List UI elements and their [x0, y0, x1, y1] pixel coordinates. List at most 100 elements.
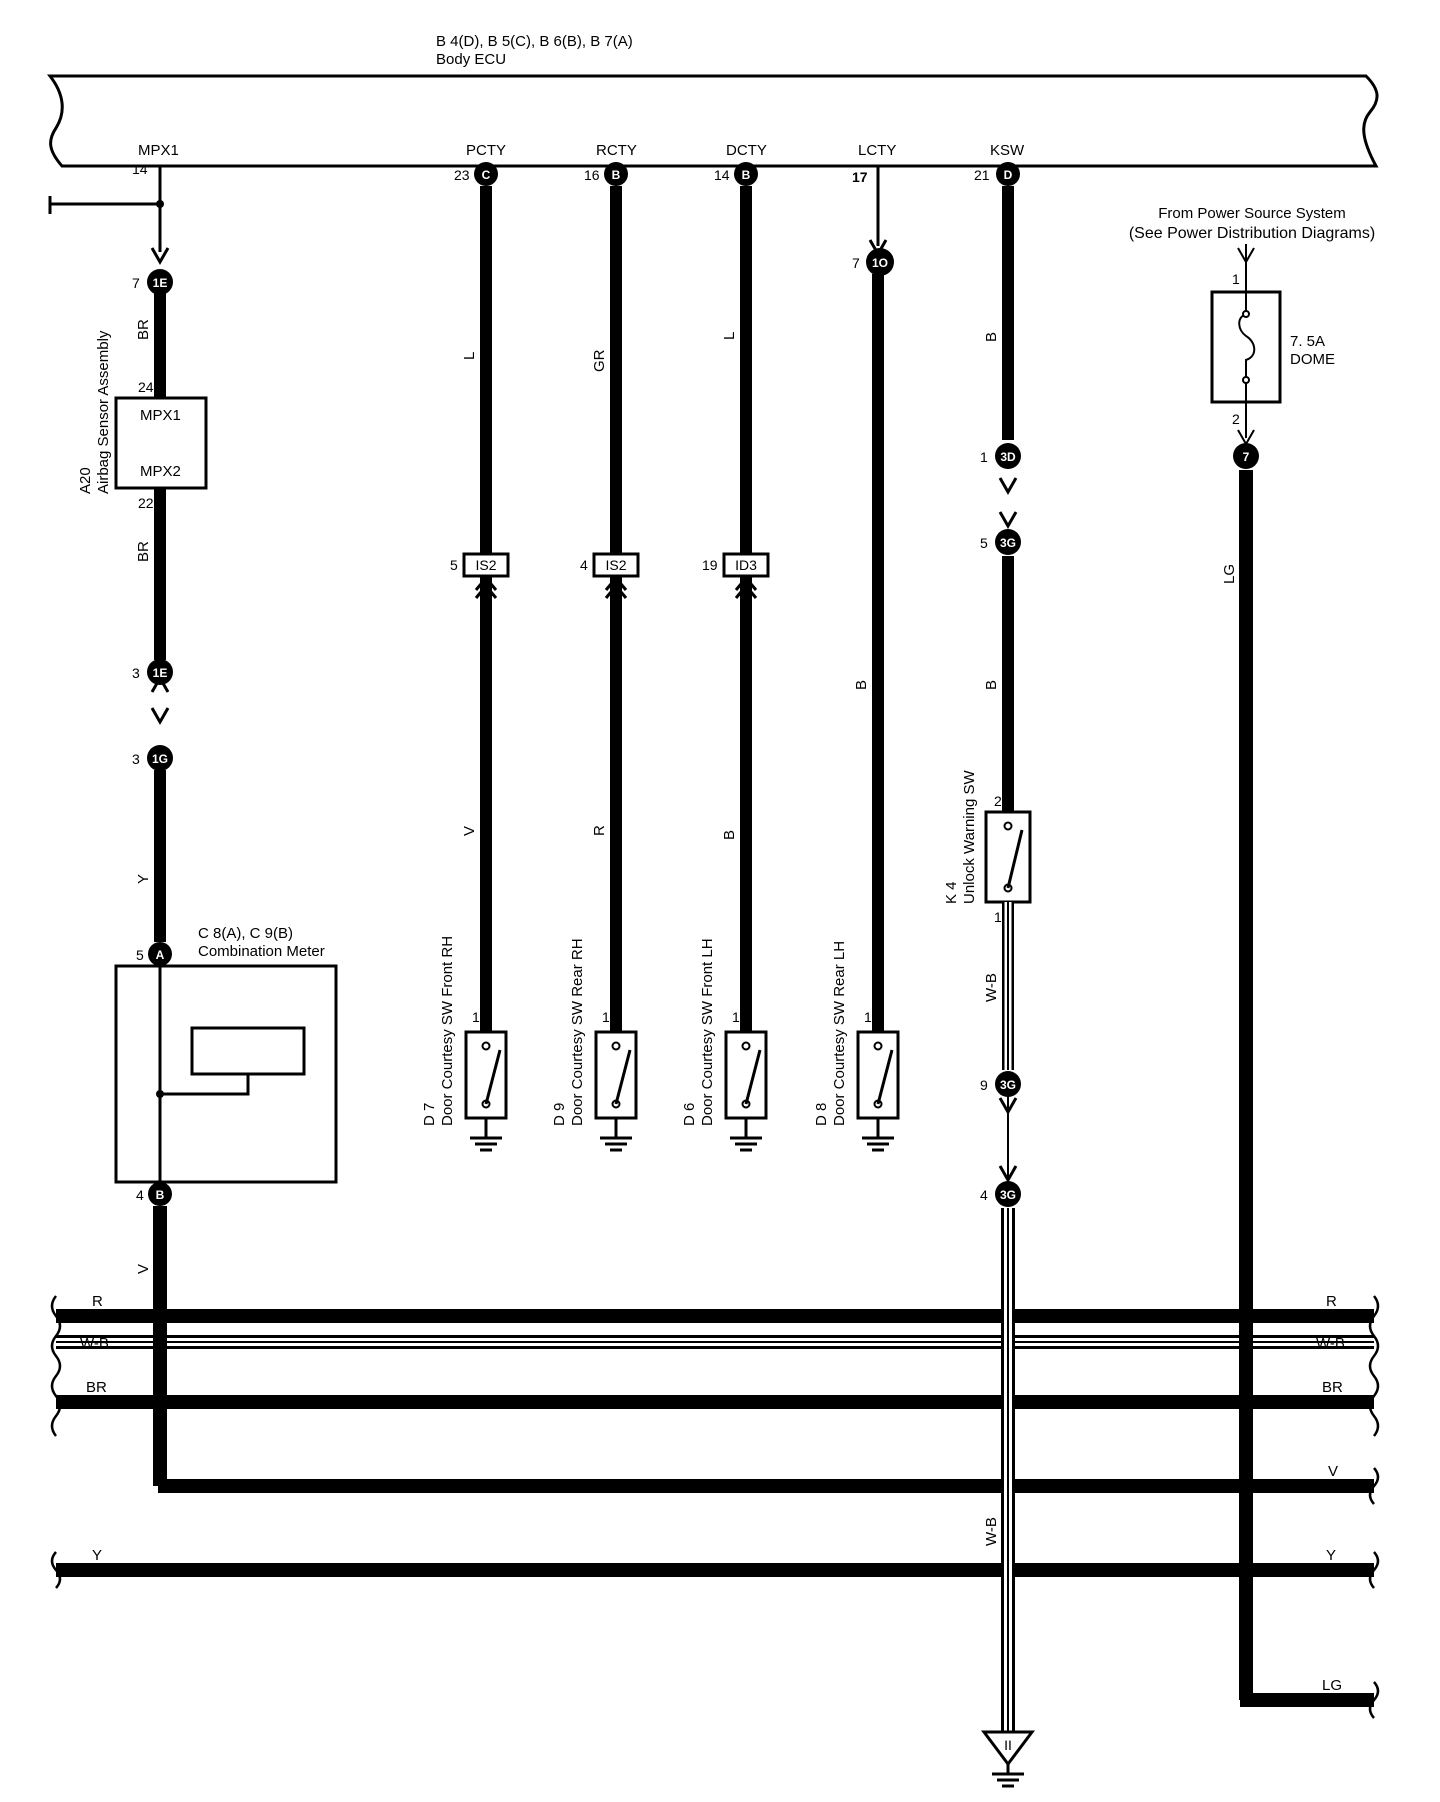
terminal-lcty: LCTY — [858, 142, 896, 159]
door-switch-front-rh: 1 D 7 Door Courtesy SW Front RH — [421, 936, 508, 1152]
pin-1e-top: 7 — [132, 275, 140, 291]
meter-name: Combination Meter — [198, 943, 325, 960]
terminal-dcty: DCTY — [726, 142, 767, 159]
wire-pcty-upper: L — [461, 352, 478, 360]
ecu-connectors: B 4(D), B 5(C), B 6(B), B 7(A) — [436, 33, 633, 50]
wire-ksw-upper: B — [983, 332, 1000, 342]
bus-y-right: Y — [1326, 1547, 1336, 1564]
wire-ground: W-B — [983, 1517, 1000, 1546]
bus-y-left: Y — [92, 1547, 102, 1564]
is2-b-conn: IS2 — [605, 557, 626, 573]
airbag-sensor-box: MPX1 MPX2 24 22 A20 Airbag Sensor Assemb… — [77, 330, 208, 511]
d9-name: Door Courtesy SW Rear RH — [569, 938, 586, 1126]
wire-ksw-mid: B — [983, 680, 1000, 690]
meter-code: C 8(A), C 9(B) — [198, 925, 293, 942]
id3-conn: ID3 — [735, 557, 757, 573]
d8-code: D 8 — [813, 1103, 830, 1126]
airbag-term-mpx1: MPX1 — [140, 407, 181, 424]
k4-name: Unlock Warning SW — [961, 770, 978, 904]
k4-pin-1: 1 — [994, 909, 1002, 925]
mpx1-circuit: 14 — [48, 161, 170, 1486]
dcty-pin: 14 — [714, 167, 730, 183]
conn-3g-3: 3G — [1000, 1188, 1016, 1202]
wire-pcty-lower: V — [461, 826, 478, 836]
door-switch-front-lh: 1 D 6 Door Courtesy SW Front LH — [681, 938, 768, 1152]
airbag-pin-22: 22 — [138, 495, 154, 511]
pin-3g-2: 9 — [980, 1077, 988, 1093]
meter-pin-5: 5 — [136, 947, 144, 963]
wire-mpx-meter: Y — [135, 874, 152, 884]
rcty-pin: 16 — [584, 167, 600, 183]
pin-3g-1: 5 — [980, 535, 988, 551]
k4-pin-2: 2 — [994, 793, 1002, 809]
wire-rcty-upper: GR — [591, 349, 608, 372]
airbag-name: Airbag Sensor Assembly — [95, 330, 112, 494]
ksw-circuit: D 21 B B 3D 1 3G 5 — [974, 162, 1021, 820]
bus-v-right: V — [1328, 1463, 1338, 1480]
dome-conn: 7 — [1243, 450, 1250, 464]
terminal-ksw: KSW — [990, 142, 1025, 159]
pin-3d: 1 — [980, 449, 988, 465]
is2-b-pin: 4 — [580, 557, 588, 573]
dcty-conn: B — [742, 168, 751, 182]
conn-1e-top: 1E — [153, 276, 168, 290]
pin-3g-3: 4 — [980, 1187, 988, 1203]
bus-lg-right: LG — [1322, 1677, 1342, 1694]
junction-1e-bottom: 1E 3 — [132, 659, 173, 685]
bus-wb-left: W-B — [80, 1335, 109, 1352]
terminal-mpx1: MPX1 — [138, 142, 179, 159]
conn-3g-1: 3G — [1000, 536, 1016, 550]
d7-pin: 1 — [472, 1009, 480, 1025]
power-source-line1: From Power Source System — [1158, 205, 1346, 222]
d6-pin: 1 — [732, 1009, 740, 1025]
fuse-name: DOME — [1290, 351, 1335, 368]
conn-3d: 3D — [1000, 450, 1016, 464]
ground-id: II — [1004, 1737, 1012, 1753]
pcty-conn: C — [482, 168, 491, 182]
conn-1e-bottom: 1E — [153, 666, 168, 680]
d7-name: Door Courtesy SW Front RH — [439, 936, 456, 1126]
wire-ksw-lower: W-B — [983, 973, 1000, 1002]
ecu-header: B 4(D), B 5(C), B 6(B), B 7(A) Body ECU — [436, 33, 633, 68]
bus-r-left: R — [92, 1293, 103, 1310]
ecu-box — [46, 74, 1379, 168]
pin-1e-bottom: 3 — [132, 665, 140, 681]
unlock-warning-switch: 2 1 K 4 Unlock Warning SW — [943, 770, 1032, 925]
airbag-term-mpx2: MPX2 — [140, 463, 181, 480]
bus-r-right: R — [1326, 1293, 1337, 1310]
conn-1o: 1O — [872, 256, 888, 270]
wire-dome: LG — [1221, 564, 1238, 584]
rcty-circuit: B 16 IS2 4 GR R — [580, 162, 640, 1042]
fuse-pin-1: 1 — [1232, 271, 1240, 287]
meter-conn-a: A — [156, 948, 165, 962]
terminal-pcty: PCTY — [466, 142, 506, 159]
k4-code: K 4 — [943, 881, 960, 904]
pin-mpx1: 14 — [132, 161, 148, 177]
ksw-wb-circuit: W-B 3G 9 3G 4 W-B — [980, 902, 1021, 1732]
wire-rcty-lower: R — [591, 825, 608, 836]
bus-br-right: BR — [1322, 1379, 1343, 1396]
pcty-pin: 23 — [454, 167, 470, 183]
wire-dcty-upper: L — [721, 332, 738, 340]
ground-point: II — [981, 1730, 1035, 1788]
rcty-conn: B — [612, 168, 621, 182]
lcty-circuit: 17 1O 7 B — [852, 166, 894, 1042]
power-source-line2: (See Power Distribution Diagrams) — [1129, 225, 1375, 242]
wire-meter-out: V — [135, 1264, 152, 1274]
meter-conn-b: B — [156, 1188, 165, 1202]
ecu-name: Body ECU — [436, 51, 506, 68]
id3-pin: 19 — [702, 557, 718, 573]
is2-a-pin: 5 — [450, 557, 458, 573]
fuse-pin-2: 2 — [1232, 411, 1240, 427]
conn-3g-2: 3G — [1000, 1078, 1016, 1092]
fuse-rating: 7. 5A — [1290, 333, 1325, 350]
wire-dcty-lower: B — [721, 830, 738, 840]
bus-wb-right: W-B — [1316, 1335, 1345, 1352]
bus-labels: R R W-B W-B BR BR V Y Y LG — [80, 1293, 1345, 1694]
d9-pin: 1 — [602, 1009, 610, 1025]
ksw-conn: D — [1004, 168, 1013, 182]
d6-name: Door Courtesy SW Front LH — [699, 938, 716, 1126]
d6-code: D 6 — [681, 1103, 698, 1126]
dcty-circuit: B 14 ID3 19 L B — [702, 162, 770, 1042]
